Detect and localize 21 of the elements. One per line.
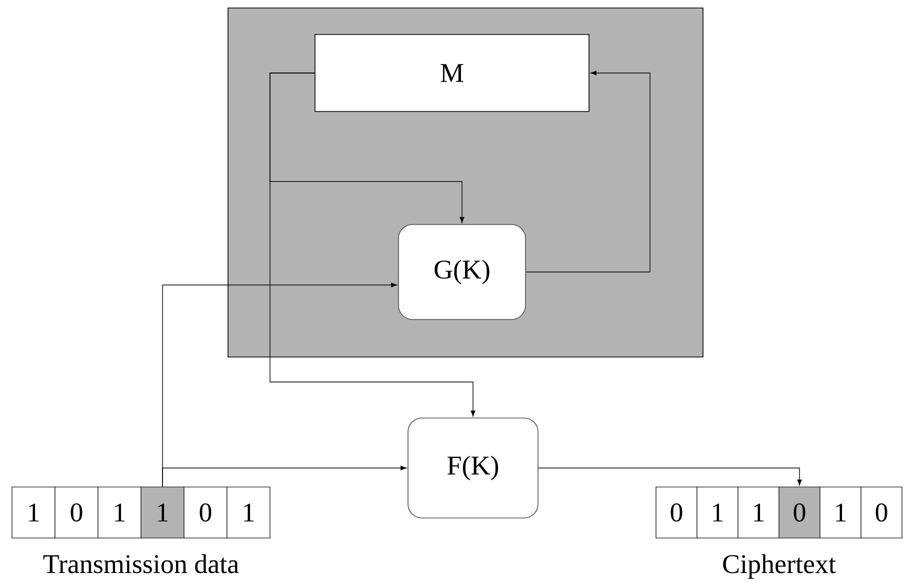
arrow: [526, 70, 650, 272]
bit-cell: 1: [696, 486, 738, 538]
rounded-box: F(K): [408, 418, 538, 518]
rounded-box: G(K): [398, 224, 526, 320]
bit-cell: 1: [820, 486, 862, 538]
bit-cell: 0: [54, 486, 98, 538]
arrow: [162, 466, 406, 487]
register-caption: Transmission data: [43, 554, 239, 574]
bit-cell: 1: [98, 486, 142, 538]
bit-cell: 0: [184, 486, 228, 538]
arrow: [270, 72, 476, 416]
bit-cell: 1: [140, 486, 184, 538]
bit-cell: 0: [778, 486, 820, 538]
bit-cell: 1: [226, 486, 270, 538]
bit-cell: 1: [738, 486, 780, 538]
bit-cell: 1: [12, 486, 56, 538]
arrow: [538, 468, 802, 486]
bit-cell: 0: [656, 486, 698, 538]
bit-cell: 0: [860, 486, 902, 538]
process-box: M: [314, 34, 590, 112]
register-caption: Ciphertext: [723, 554, 836, 579]
